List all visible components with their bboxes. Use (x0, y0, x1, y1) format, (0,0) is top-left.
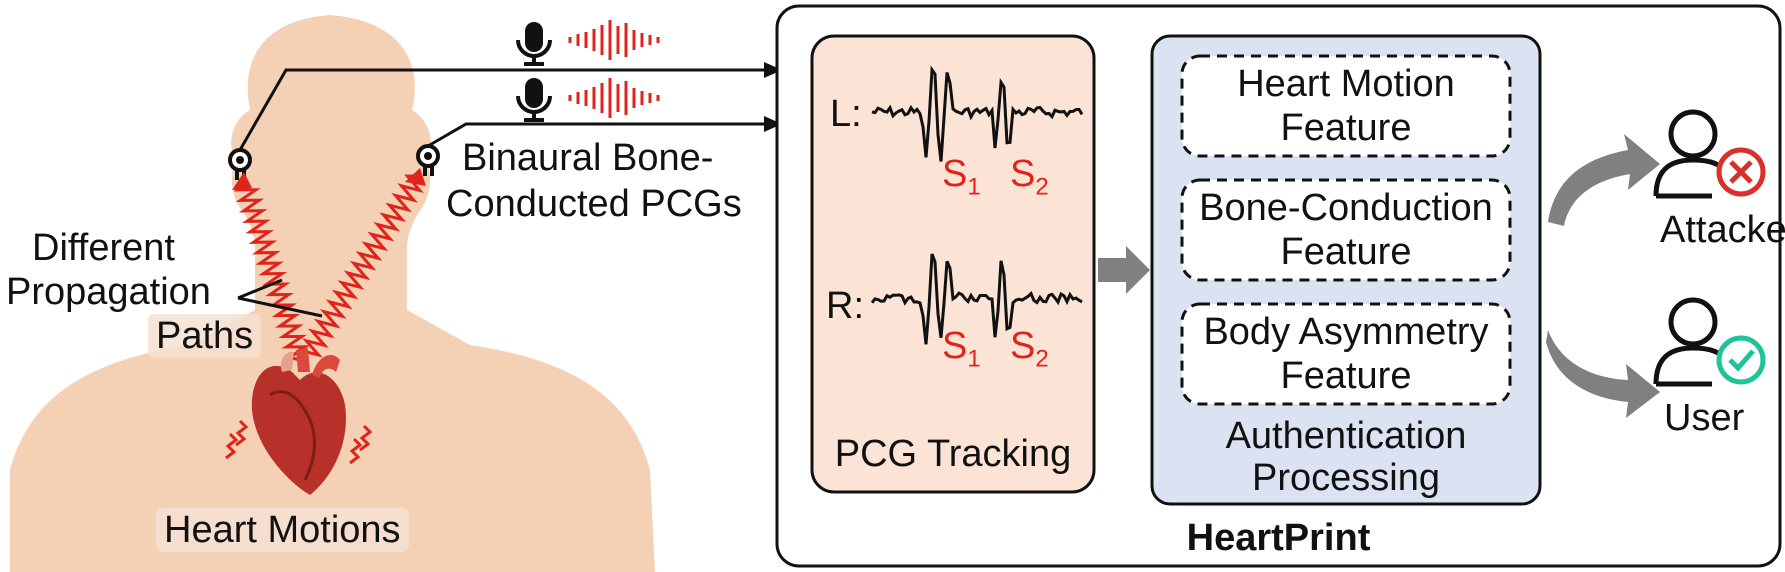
pcg-tracking-panel (810, 34, 1096, 494)
accept-icon (1716, 335, 1766, 385)
signal-arrowhead-bottom (764, 116, 782, 132)
reject-arrow (1548, 134, 1660, 226)
right-wave-arrowhead (405, 168, 426, 186)
accept-arrow (1546, 330, 1660, 418)
user-label: User (1664, 397, 1745, 439)
feature-heart-motion-line1: Heart Motion (1237, 63, 1455, 105)
pcg-to-auth-arrow (1098, 246, 1150, 294)
s2-label-right: S2 (1010, 325, 1049, 373)
system-name: HeartPrint (1186, 517, 1371, 559)
sound-wave-bottom (568, 78, 660, 118)
s1-label-right: S1 (942, 325, 981, 373)
reject-icon (1716, 147, 1766, 197)
feature-heart-motion-line2: Feature (1280, 107, 1412, 149)
paths-label-line1: Different (32, 227, 175, 269)
sound-wave-top (568, 20, 660, 60)
s1-label-left: S1 (942, 153, 981, 201)
microphone-icon-bottom (516, 78, 552, 122)
paths-label-line2: Propagation (6, 271, 211, 313)
right-propagation-wave (297, 174, 424, 361)
pcg-waveform-left (871, 65, 1084, 162)
feature-bone-conduction-line1: Bone-Conduction (1199, 187, 1493, 229)
right-channel-label: R: (826, 285, 864, 327)
vibration-marks (225, 419, 373, 465)
attacker-label: Attacker (1660, 209, 1785, 251)
auth-title-line2: Processing (1252, 457, 1440, 499)
feature-box-heart-motion (1180, 54, 1512, 158)
body-silhouette (10, 15, 655, 572)
feature-body-asymmetry-line2: Feature (1280, 355, 1412, 397)
binaural-label-line1: Binaural Bone- (462, 137, 714, 179)
microphone-icon-top (516, 22, 552, 66)
feature-box-body-asymmetry (1180, 302, 1512, 406)
paths-label-line3: Paths (148, 314, 262, 358)
feature-body-asymmetry-line1: Body Asymmetry (1203, 311, 1489, 353)
pcg-tracking-title: PCG Tracking (834, 433, 1072, 475)
auth-title-line1: Authentication (1225, 415, 1467, 457)
feature-bone-conduction-line2: Feature (1280, 231, 1412, 273)
heart-motions-label: Heart Motions (156, 508, 409, 552)
pcg-waveform-right (870, 253, 1083, 345)
paths-pointer (237, 278, 323, 318)
signal-arrowhead-top (764, 62, 782, 78)
left-propagation-wave (233, 181, 311, 362)
heart-icon (251, 348, 346, 495)
feature-box-bone-conduction (1180, 178, 1512, 282)
s2-label-left: S2 (1010, 153, 1049, 201)
left-wave-arrowhead (232, 172, 252, 190)
signal-lines (238, 68, 768, 151)
binaural-label-line2: Conducted PCGs (446, 183, 742, 225)
left-channel-label: L: (830, 93, 862, 135)
